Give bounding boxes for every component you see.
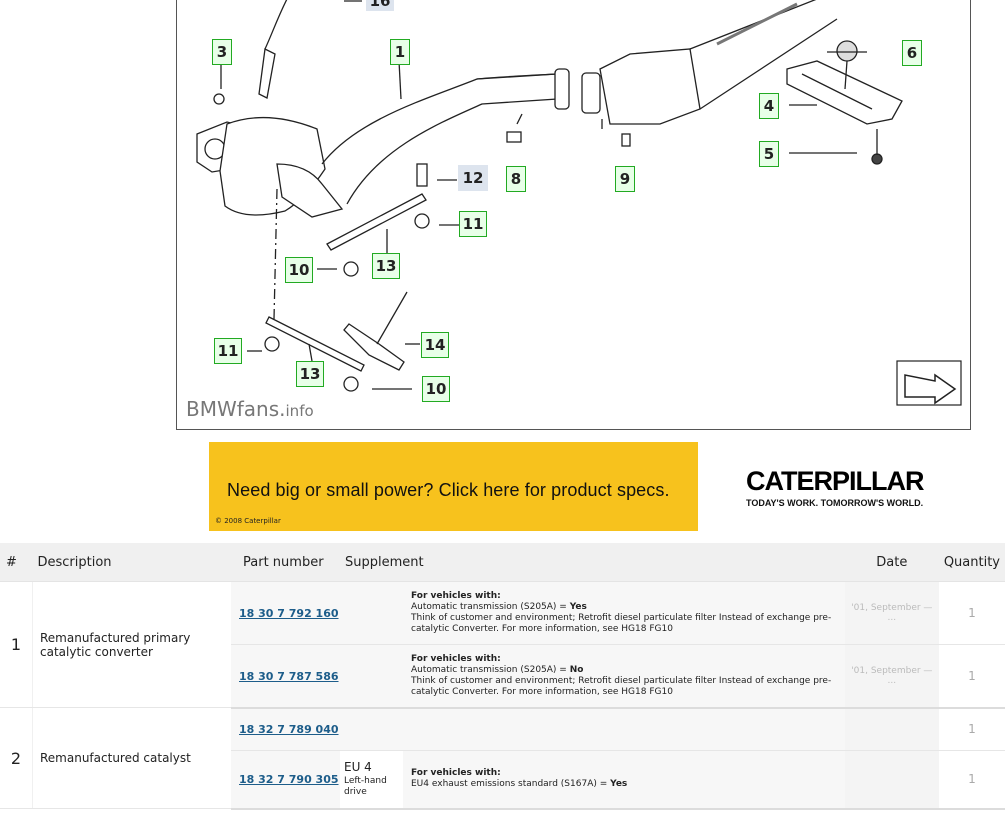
part-number-link[interactable]: 18 30 7 787 586: [239, 669, 339, 683]
ad-copyright: © 2008 Caterpillar: [215, 517, 281, 525]
arrow-icon: [896, 360, 962, 406]
quantity: 1: [938, 644, 1005, 709]
col-header-description: Description: [32, 543, 231, 582]
caterpillar-logo[interactable]: CATERPILLAR TODAY'S WORK. TOMORROW'S WOR…: [746, 466, 924, 509]
table-header-row: # Description Part number Supplement Dat…: [0, 543, 1005, 582]
quantity: 1: [938, 750, 1005, 810]
col-header-num: #: [0, 543, 33, 582]
parts-diagram: 3 1 6 4 5 12 8 9 11 13 10 14 11 13 10 16…: [176, 0, 971, 430]
row-number: 1: [0, 581, 33, 708]
supplement-cell: EU 4 Left-hand drive: [340, 750, 403, 810]
callout-11-lower[interactable]: 11: [214, 338, 242, 364]
callout-10[interactable]: 10: [285, 257, 313, 283]
callout-14[interactable]: 14: [421, 332, 449, 358]
callout-10-lower[interactable]: 10: [422, 376, 450, 402]
part-number-link[interactable]: 18 32 7 789 040: [239, 723, 339, 737]
part-number-link[interactable]: 18 32 7 790 305: [239, 773, 339, 787]
table-row: 2 Remanufactured catalyst 18 32 7 789 04…: [0, 707, 1005, 809]
date-range: '01, September — ...: [844, 644, 939, 709]
table-row: 18 32 7 790 305 EU 4 Left-hand drive For…: [0, 750, 1005, 810]
callout-1[interactable]: 1: [390, 39, 410, 65]
supplement-cell: [340, 707, 403, 751]
table-row: 1 Remanufactured primary catalytic conve…: [0, 581, 1005, 708]
callout-8[interactable]: 8: [506, 166, 526, 192]
callout-13-lower[interactable]: 13: [296, 361, 324, 387]
date-range: '01, September — ...: [844, 581, 939, 645]
vehicle-note: [403, 707, 845, 751]
part-description: Remanufactured catalyst: [32, 707, 231, 809]
col-header-date: Date: [844, 543, 939, 582]
callout-12[interactable]: 12: [458, 165, 488, 191]
quantity: 1: [938, 581, 1005, 645]
callout-5[interactable]: 5: [759, 141, 779, 167]
col-header-quantity: Quantity: [938, 543, 1005, 582]
date-range: [844, 750, 939, 810]
callout-16[interactable]: 16: [366, 0, 394, 11]
callout-9[interactable]: 9: [615, 166, 635, 192]
table-row: 18 30 7 787 586 For vehicles with: Autom…: [0, 644, 1005, 709]
vehicle-note: For vehicles with: EU4 exhaust emissions…: [403, 750, 845, 810]
quantity: 1: [938, 707, 1005, 751]
col-header-supplement: Supplement: [340, 543, 845, 582]
supplement-cell: [340, 644, 403, 709]
part-number-link[interactable]: 18 30 7 792 160: [239, 607, 339, 620]
ad-text: Need big or small power? Click here for …: [227, 480, 670, 500]
exhaust-diagram-drawing: [196, 0, 962, 406]
callout-3[interactable]: 3: [212, 39, 232, 65]
callout-4[interactable]: 4: [759, 93, 779, 119]
row-number: 2: [0, 707, 33, 809]
vehicle-note: For vehicles with: Automatic transmissio…: [403, 644, 845, 709]
parts-table: # Description Part number Supplement Dat…: [0, 543, 1005, 810]
caterpillar-tagline: TODAY'S WORK. TOMORROW'S WORLD.: [746, 498, 924, 508]
col-header-part-number: Part number: [231, 543, 340, 582]
callout-11[interactable]: 11: [459, 211, 487, 237]
part-description: Remanufactured primary catalytic convert…: [32, 581, 231, 708]
advertisement-banner[interactable]: Need big or small power? Click here for …: [209, 442, 698, 531]
caterpillar-wordmark: CATERPILLAR: [746, 466, 924, 496]
supplement-cell: [340, 581, 403, 645]
date-range: [844, 707, 939, 751]
vehicle-note: For vehicles with: Automatic transmissio…: [403, 581, 845, 645]
callout-13[interactable]: 13: [372, 253, 400, 279]
bmwfans-watermark: BMWfans.info: [186, 397, 314, 421]
callout-6[interactable]: 6: [902, 40, 922, 66]
